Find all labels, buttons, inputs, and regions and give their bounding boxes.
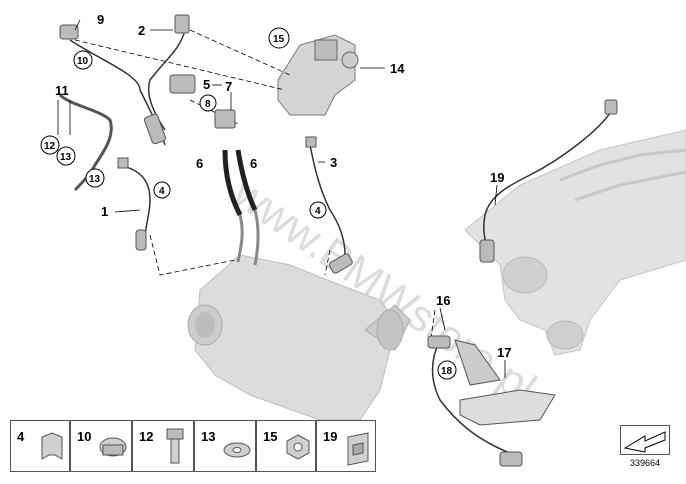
nut-icon [286, 434, 310, 460]
callout-12: 12 [44, 141, 56, 152]
pipe [58, 93, 113, 192]
small-parts [59, 14, 618, 467]
particulate-filter [187, 254, 411, 421]
legend-item-10[interactable]: 10 [70, 420, 132, 472]
callout-4b: 4 [315, 206, 321, 217]
callout-8-circle [199, 94, 217, 112]
orientation-arrow-box [620, 425, 670, 455]
callout-13b: 13 [89, 174, 101, 185]
legend-number: 10 [77, 429, 92, 444]
clamp-icon [99, 437, 127, 457]
callout-15-circle [268, 27, 290, 49]
bolt-icon [166, 428, 184, 464]
callout-lines [57, 19, 506, 378]
callout-19: 19 [490, 170, 504, 185]
pressure-sensor [277, 34, 359, 116]
callout-10: 10 [77, 56, 89, 67]
callout-12-circle [40, 135, 60, 155]
legend-number: 19 [323, 429, 338, 444]
legend-item-12[interactable]: 12 [132, 420, 194, 472]
legend-number: 12 [139, 429, 154, 444]
callout-1: 1 [101, 204, 108, 219]
callout-13a-circle [56, 146, 76, 166]
callout-8: 8 [205, 99, 211, 110]
callout-16: 16 [436, 293, 450, 308]
legend-number: 4 [17, 429, 25, 444]
callout-11: 11 [55, 83, 69, 98]
holder-icon [347, 432, 369, 466]
callout-7: 7 [225, 79, 232, 94]
callout-2: 2 [138, 23, 145, 38]
legend-item-19[interactable]: 19 [316, 420, 376, 472]
legend-number: 15 [263, 429, 278, 444]
callout-6a: 6 [196, 156, 203, 171]
callout-9: 9 [97, 12, 104, 27]
washer-icon [223, 442, 251, 458]
callout-13a: 13 [60, 152, 72, 163]
callout-4a: 4 [159, 186, 165, 197]
callout-4a-circle [153, 181, 171, 199]
arrow-icon [623, 431, 666, 453]
callout-4b-circle [309, 201, 327, 219]
callout-6b: 6 [250, 156, 257, 171]
callout-5: 5 [203, 77, 210, 92]
callout-3: 3 [330, 155, 337, 170]
callout-17: 17 [497, 345, 511, 360]
callout-10-circle [73, 50, 93, 70]
legend-item-15[interactable]: 15 [256, 420, 316, 472]
reference-number: 339664 [630, 458, 661, 468]
callout-13b-circle [85, 168, 105, 188]
legend-item-4[interactable]: 4 [10, 420, 70, 472]
legend-item-13[interactable]: 13 [194, 420, 256, 472]
callout-18-circle [437, 360, 457, 380]
callout-14: 14 [390, 61, 405, 76]
bracket [454, 339, 556, 426]
legend-number: 13 [201, 429, 216, 444]
callout-15: 15 [273, 34, 285, 45]
clip-icon [41, 432, 63, 460]
callout-18: 18 [441, 366, 453, 377]
intake-manifold [464, 129, 686, 356]
vacuum-hoses [222, 149, 260, 266]
